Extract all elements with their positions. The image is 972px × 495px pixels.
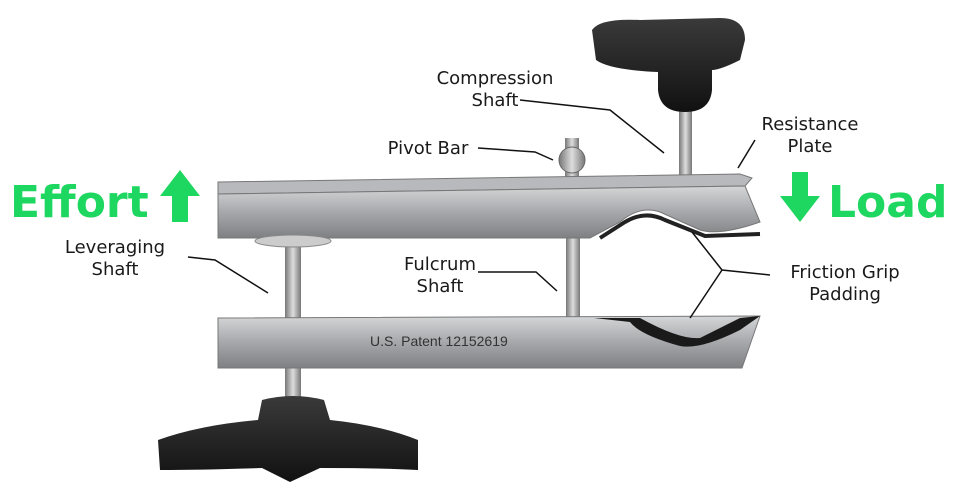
load-label: Load: [828, 177, 948, 228]
compression-shaft: [679, 108, 692, 188]
compression-shaft-label: Compression Shaft: [415, 68, 575, 112]
top-jaw: [217, 185, 761, 239]
label-line: Plate: [787, 136, 833, 157]
label-line: Compression: [436, 68, 554, 89]
effort-up-arrow-icon: [160, 170, 200, 222]
friction-grip-padding-label: Friction Grip Padding: [775, 262, 915, 306]
leveraging-shaft-label: Leveraging Shaft: [50, 237, 180, 281]
compression-knob: [592, 18, 745, 112]
label-line: Leveraging: [64, 237, 166, 258]
resistance-plate-label: Resistance Plate: [745, 114, 875, 158]
bottom-jaw: [217, 315, 761, 369]
label-line: Shaft: [91, 259, 139, 280]
leader-lines: [187, 99, 771, 319]
pivot-bar-label: Pivot Bar: [387, 138, 469, 159]
patent-engraving: U.S. Patent 12152619: [370, 333, 508, 349]
fulcrum-shaft-label: Fulcrum Shaft: [385, 254, 495, 298]
effort-label: Effort: [10, 177, 149, 228]
leveraging-knob: [158, 396, 418, 482]
label-line: Shaft: [416, 276, 464, 297]
label-line: Friction Grip: [790, 262, 900, 283]
resistance-plate: [217, 173, 753, 195]
fulcrum-shaft: [566, 236, 580, 318]
load-down-arrow-icon: [780, 172, 820, 222]
label-line: Fulcrum: [403, 254, 477, 275]
label-line: Padding: [809, 284, 881, 305]
label-line: Shaft: [471, 90, 519, 111]
label-line: Resistance: [761, 114, 859, 135]
pivot-bar: [558, 146, 586, 174]
